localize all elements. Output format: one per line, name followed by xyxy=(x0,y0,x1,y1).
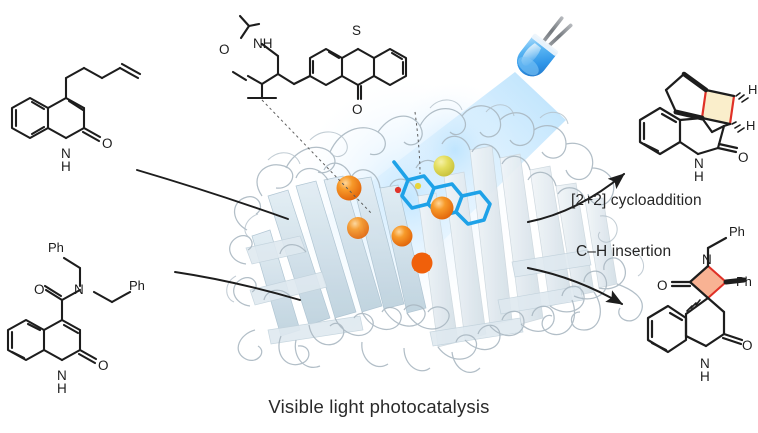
spiro-hash-marks xyxy=(686,299,701,312)
product2-label-H: H xyxy=(700,369,710,384)
substrate1-label-N: N xyxy=(61,146,71,161)
substrate-pentenyl-quinolinone xyxy=(10,62,142,143)
product1-label-H-top: H xyxy=(748,82,757,97)
product2-label-N-ring: N xyxy=(700,356,710,371)
ligand-oxygen-atom xyxy=(394,186,402,194)
incoming-arrows xyxy=(136,169,301,301)
cofactor-label-O-amide: O xyxy=(219,42,230,57)
substrate2-label-N-ring: N xyxy=(57,368,67,383)
betalactam-bond-se xyxy=(706,280,728,300)
substrate2-label-O-amide: O xyxy=(34,282,45,297)
product-cyclobutane: H H N H O xyxy=(638,71,757,184)
substrate-dibenzylamide-quinolinone xyxy=(6,256,132,365)
product1-label-N: N xyxy=(694,156,704,171)
arrow-to-ch-insertion-product xyxy=(526,266,624,306)
product2-label-N: N xyxy=(702,252,712,267)
outgoing-arrows xyxy=(526,172,626,306)
substrate2-label-H: H xyxy=(57,381,67,396)
product2-label-Ph-right: Ph xyxy=(736,274,752,289)
product1-label-O: O xyxy=(738,150,749,165)
led-flange xyxy=(531,33,559,56)
product1-label-H-bottom: H xyxy=(746,118,755,133)
product1-label-H-amide: H xyxy=(694,169,704,184)
label-ch-insertion-pathway: C–H insertion xyxy=(576,243,672,260)
blue-led xyxy=(517,16,573,77)
substrate1-label-O: O xyxy=(102,136,113,151)
cyclobutane-bond-left xyxy=(700,88,708,120)
substrate1-label-H: H xyxy=(61,159,71,174)
betalactam-bond-ne xyxy=(706,264,728,284)
arrow-substrate2-to-protein xyxy=(174,271,301,301)
cyclobutane-highlight-fill xyxy=(702,90,734,124)
stereo-hash-marks xyxy=(731,92,749,133)
cofactor-leader-lines xyxy=(261,99,421,215)
cofactor-label-NH: NH xyxy=(253,36,273,51)
cyclobutane-bond-right xyxy=(728,94,736,126)
ligand-sulfur-atom xyxy=(414,182,422,190)
product2-label-Ph-top: Ph xyxy=(729,224,745,239)
residue-spheres xyxy=(336,155,455,274)
led-lead-left xyxy=(539,16,564,46)
label-cycloaddition-pathway: [2+2] cycloaddition xyxy=(571,192,702,209)
cofactor-label-S: S xyxy=(352,23,361,38)
figure-caption: Visible light photocatalysis xyxy=(268,396,490,417)
led-lead-right xyxy=(545,23,573,50)
substrate2-label-N: N xyxy=(74,282,84,297)
arrow-to-cycloaddition-product xyxy=(526,172,626,224)
product2-label-O-lactam: O xyxy=(657,278,668,293)
cofactor-thioxanthone-residue xyxy=(231,14,408,101)
substrate2-label-O-ring: O xyxy=(98,358,109,373)
product-beta-lactam: N Ph O Ph N H O xyxy=(646,224,753,384)
cofactor-label-O-ketone: O xyxy=(352,102,363,117)
substrate2-label-Ph-top: Ph xyxy=(48,240,64,255)
substrate2-label-Ph-right: Ph xyxy=(129,278,145,293)
arrow-substrate1-to-protein xyxy=(136,169,289,220)
product2-label-O-ring: O xyxy=(742,338,753,353)
